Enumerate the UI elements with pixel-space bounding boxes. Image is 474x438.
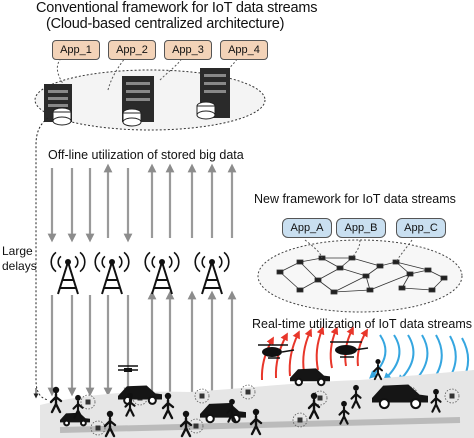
sensor-icon-7 (444, 388, 460, 404)
edge-network (257, 239, 463, 313)
pedestrian-icon-1 (49, 386, 63, 414)
cell-towers (50, 251, 230, 295)
app-4-box: App_4 (220, 40, 268, 60)
server-icon-3 (196, 68, 230, 120)
helicopter-icon-2 (330, 341, 369, 358)
edge-node-15 (366, 287, 374, 293)
realtime-upload-arrow-5 (315, 326, 325, 371)
app-c-box: App_C (396, 218, 446, 238)
pedestrian-icon-10 (338, 400, 350, 425)
pedestrian-icon-13 (430, 388, 442, 413)
edge-node-13 (296, 287, 304, 293)
sensor-icon-4 (240, 384, 256, 400)
app-1-box: App_1 (52, 40, 100, 60)
car-icon-3 (290, 368, 330, 387)
pedestrian-icon-12 (373, 359, 383, 381)
edge-app-links (304, 239, 413, 263)
edge-node-9 (392, 259, 400, 265)
conventional-title: Conventional framework for IoT data stre… (36, 0, 318, 16)
server-icon-1 (44, 84, 72, 126)
realtime-upload-arrow-4 (302, 328, 313, 373)
realtime-feedback-arrow-3 (397, 334, 415, 383)
edge-node-10 (406, 271, 414, 277)
cell-tower-icon-3 (144, 251, 180, 295)
pedestrian-icon-2 (72, 394, 84, 419)
cell-tower-icon-1 (50, 251, 86, 295)
edge-node-17 (428, 287, 436, 293)
edge-node-7 (362, 273, 370, 279)
edge-node-11 (424, 267, 432, 273)
cell-tower-icon-4 (194, 251, 230, 295)
app-3-box: App_3 (164, 40, 212, 60)
realtime-upload-arrow-1 (260, 336, 274, 381)
car-icon-4 (372, 384, 428, 410)
realtime-feedback-arrow-1 (369, 334, 387, 379)
drone-icon (118, 365, 138, 372)
sensor-icon-9 (90, 420, 106, 436)
street-scene (40, 341, 474, 438)
large-delays-label-1: Large (2, 244, 33, 258)
edge-node-16 (398, 285, 406, 291)
sensor-icon-8 (292, 412, 308, 428)
sensor-icon-1 (80, 394, 96, 410)
pedestrian-icon-8 (249, 408, 263, 436)
pedestrian-icon-5 (161, 392, 175, 420)
edge-node-5 (336, 265, 344, 271)
app-2-box: App_2 (108, 40, 156, 60)
realtime-upload-arrow-3 (288, 330, 300, 377)
pedestrian-icon-6 (179, 410, 193, 438)
pedestrian-icon-3 (103, 410, 117, 438)
realtime-feedback-arrow-2 (383, 334, 401, 381)
large-delays-label-2: delays (2, 259, 37, 273)
car-icon-2 (200, 402, 246, 424)
backhaul-arrows (47, 163, 237, 397)
conventional-subtitle: (Cloud-based centralized architecture) (46, 16, 285, 32)
helicopter-icon-1 (258, 344, 295, 359)
pedestrian-icon-4 (124, 392, 136, 417)
edge-node-2 (296, 259, 304, 265)
sensor-icon-3 (194, 388, 210, 404)
edge-node-14 (330, 289, 338, 295)
app-b-box: App_B (336, 218, 386, 238)
realtime-upload-arrow-6 (329, 326, 339, 369)
cell-tower-icon-2 (94, 251, 130, 295)
server-icon-2 (122, 76, 154, 127)
edge-node-1 (276, 269, 284, 275)
pedestrian-icon-7 (226, 398, 238, 423)
pedestrian-icon-11 (350, 384, 362, 409)
edge-node-4 (314, 277, 322, 283)
realtime-upload-arrow-2 (274, 332, 288, 379)
large-delays-loop (35, 117, 49, 401)
sensor-icon-10 (188, 418, 204, 434)
offline-label: Off-line utilization of stored big data (48, 148, 244, 162)
pedestrian-icon-9 (307, 392, 321, 420)
realtime-label: Real-time utilization of IoT data stream… (252, 317, 473, 331)
new-framework-title: New framework for IoT data streams (254, 192, 456, 206)
edge-node-8 (376, 263, 384, 269)
edge-node-12 (440, 275, 448, 281)
app-a-box: App_A (282, 218, 332, 238)
